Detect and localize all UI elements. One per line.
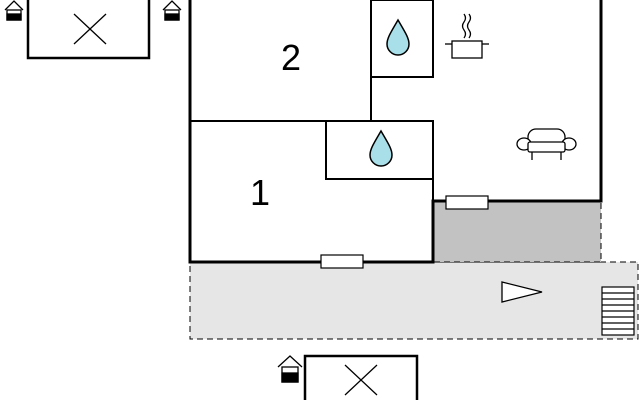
entrance-arrow-icon bbox=[501, 281, 543, 303]
cooking-pot-icon bbox=[445, 13, 489, 59]
main-walls bbox=[188, 0, 603, 264]
door-marker bbox=[320, 254, 364, 269]
wall-lamp-icon bbox=[162, 0, 182, 21]
room-label-1: 1 bbox=[250, 172, 270, 213]
wall-lamp-icon bbox=[4, 0, 24, 21]
door-marker bbox=[445, 195, 489, 210]
bed-cross-icon bbox=[303, 354, 419, 400]
room-label-2: 2 bbox=[281, 37, 301, 78]
sofa-icon bbox=[516, 128, 577, 160]
bed-cross-icon bbox=[26, 0, 151, 60]
wall-lamp-icon bbox=[277, 355, 303, 383]
interior-walls bbox=[190, 0, 434, 201]
terrace bbox=[189, 261, 639, 340]
water-drop-icon bbox=[369, 129, 393, 167]
water-drop-icon bbox=[386, 18, 410, 56]
covered-area bbox=[432, 200, 602, 263]
stairs-icon bbox=[601, 286, 635, 336]
